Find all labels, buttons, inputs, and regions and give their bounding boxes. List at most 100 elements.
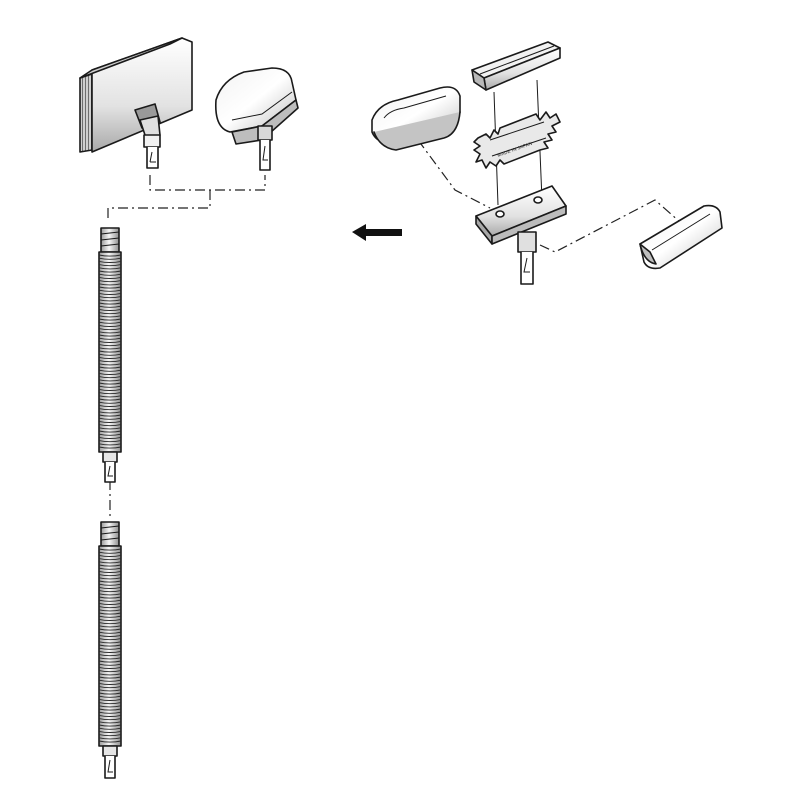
razor-blade: MADE IN JAPAN <box>473 111 561 169</box>
grip-ring <box>98 324 122 327</box>
grip-ring <box>98 379 122 382</box>
grip-ring <box>98 430 122 433</box>
grip-ring <box>98 663 122 666</box>
grip-ring <box>98 321 122 324</box>
grip-ring <box>98 443 122 446</box>
grip-ring <box>98 360 122 363</box>
grip-ring <box>98 296 122 299</box>
trimmer-head-attachment <box>214 67 299 171</box>
grip-ring <box>98 634 122 637</box>
grip-ring <box>98 420 122 423</box>
blade-guard <box>639 204 723 270</box>
grip-ring <box>98 440 122 443</box>
grip-ring <box>98 618 122 621</box>
grip-ring <box>98 638 122 641</box>
razor-base-plate <box>475 185 567 285</box>
grip-ring <box>98 433 122 436</box>
guide-base-to-guard <box>539 199 681 253</box>
grip-ring <box>98 622 122 625</box>
grip-ring <box>98 270 122 273</box>
grip-ring <box>98 408 122 411</box>
grip-ring <box>98 615 122 618</box>
grip-ring <box>98 657 122 660</box>
grip-ring <box>98 689 122 692</box>
razor-clamp-bar <box>471 41 561 91</box>
grip-ring <box>98 574 122 577</box>
grip-ring <box>98 312 122 315</box>
grip-ring <box>98 350 122 353</box>
grip-ring <box>98 363 122 366</box>
grip-ring <box>98 254 122 257</box>
grip-ring <box>98 283 122 286</box>
grip-ring <box>98 673 122 676</box>
grip-ring <box>98 337 122 340</box>
grip-ring <box>98 369 122 372</box>
grip-ring <box>98 372 122 375</box>
grip-ring <box>98 596 122 599</box>
grip-ring <box>98 593 122 596</box>
grip-ring <box>98 344 122 347</box>
grip-ring <box>98 401 122 404</box>
grip-ring <box>98 705 122 708</box>
grip-ring <box>98 644 122 647</box>
grip-ring <box>98 666 122 669</box>
grip-ring <box>98 609 122 612</box>
grip-ring <box>98 724 122 727</box>
grip-ring <box>98 586 122 589</box>
grip-ring <box>98 602 122 605</box>
grip-ring <box>98 548 122 551</box>
grip-ring <box>98 631 122 634</box>
guide-heads-join <box>149 175 266 191</box>
grip-ring <box>98 417 122 420</box>
grip-ring <box>98 315 122 318</box>
grip-ring <box>98 628 122 631</box>
grip-ring <box>98 334 122 337</box>
grip-ring <box>98 398 122 401</box>
grip-ring <box>98 366 122 369</box>
grip-ring <box>98 708 122 711</box>
grip-ring <box>98 625 122 628</box>
grip-ring <box>98 730 122 733</box>
grip-ring <box>98 446 122 449</box>
grip-ring <box>98 404 122 407</box>
grip-ring <box>98 670 122 673</box>
grip-ring <box>98 698 122 701</box>
grip-ring <box>98 395 122 398</box>
guide-cap-to-base <box>417 139 491 209</box>
grip-ring <box>98 392 122 395</box>
grip-ring <box>98 714 122 717</box>
grip-ring <box>98 424 122 427</box>
grip-ring <box>98 260 122 263</box>
assembly-guide-lines <box>107 79 681 518</box>
grip-ring <box>98 561 122 564</box>
grip-ring <box>98 682 122 685</box>
handle-section-upper <box>98 227 122 483</box>
grip-ring <box>98 356 122 359</box>
grip-ring <box>98 721 122 724</box>
grip-ring <box>98 328 122 331</box>
grip-ring <box>98 654 122 657</box>
grip-ring <box>98 414 122 417</box>
grip-ring <box>98 590 122 593</box>
grip-ring <box>98 599 122 602</box>
left-arrow-icon <box>352 224 402 241</box>
brush-head-attachment <box>79 37 193 169</box>
grip-ring <box>98 382 122 385</box>
grip-ring <box>98 308 122 311</box>
grip-ring <box>98 264 122 267</box>
grip-ring <box>98 660 122 663</box>
grip-ring <box>98 676 122 679</box>
grip-ring <box>98 340 122 343</box>
grip-ring <box>98 692 122 695</box>
grip-ring <box>98 551 122 554</box>
grip-ring <box>98 737 122 740</box>
grip-ring <box>98 612 122 615</box>
grip-ring <box>98 388 122 391</box>
grip-ring <box>98 580 122 583</box>
grip-ring <box>98 273 122 276</box>
grip-ring <box>98 292 122 295</box>
grip-ring <box>98 353 122 356</box>
grip-ring <box>98 427 122 430</box>
grip-ring <box>98 347 122 350</box>
